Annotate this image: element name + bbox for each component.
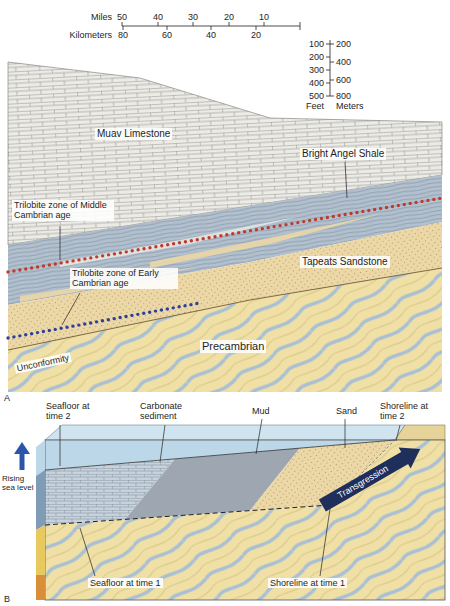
scale-unit: Feet: [306, 101, 324, 111]
scale-number: 60: [162, 30, 172, 40]
feature-label: Shoreline at time 2: [380, 401, 442, 422]
stratum-name: Precambrian: [200, 340, 266, 353]
scale-number: 40: [206, 30, 216, 40]
scale-unit: Meters: [336, 101, 364, 111]
stratum-name: Muav Limestone: [95, 128, 172, 140]
scale-unit: Miles: [91, 12, 112, 22]
scale-number: 200: [336, 39, 351, 49]
scale-number: 20: [251, 30, 261, 40]
scale-number: 20: [224, 12, 234, 22]
process-label: Rising sea level: [2, 474, 36, 492]
scale-number: 300: [309, 65, 324, 75]
scale-number: 200: [309, 52, 324, 62]
panel-letter: A: [4, 393, 10, 403]
scale-number: 800: [336, 91, 351, 101]
scale-number: 400: [336, 57, 351, 67]
feature-label: Seafloor at time 2: [46, 401, 104, 422]
panel-letter: B: [4, 594, 10, 604]
contact-label: Unconformity: [14, 352, 72, 374]
feature-label: Carbonate sediment: [140, 401, 192, 422]
scale-unit: Kilometers: [69, 30, 112, 40]
feature-label: Sand: [336, 406, 357, 416]
scale-number: 40: [153, 12, 163, 22]
stratum-name: Bright Angel Shale: [300, 148, 386, 160]
feature-label: Shoreline at time 1: [268, 578, 347, 588]
scale-number: 80: [118, 30, 128, 40]
feature-label: Seafloor at time 1: [88, 578, 163, 588]
scale-number: 10: [259, 12, 269, 22]
fossil-zone-label: Trilobite zone of Early Cambrian age: [70, 268, 178, 289]
scale-number: 30: [188, 12, 198, 22]
scale-number: 100: [309, 39, 324, 49]
scale-number: 50: [117, 12, 127, 22]
scale-number: 500: [309, 91, 324, 101]
fossil-zone-label: Trilobite zone of Middle Cambrian age: [12, 200, 114, 221]
process-label: Transgression: [336, 463, 390, 500]
scale-number: 400: [309, 78, 324, 88]
feature-label: Mud: [252, 406, 270, 416]
scale-number: 600: [336, 75, 351, 85]
stratum-name: Tapeats Sandstone: [300, 256, 390, 268]
